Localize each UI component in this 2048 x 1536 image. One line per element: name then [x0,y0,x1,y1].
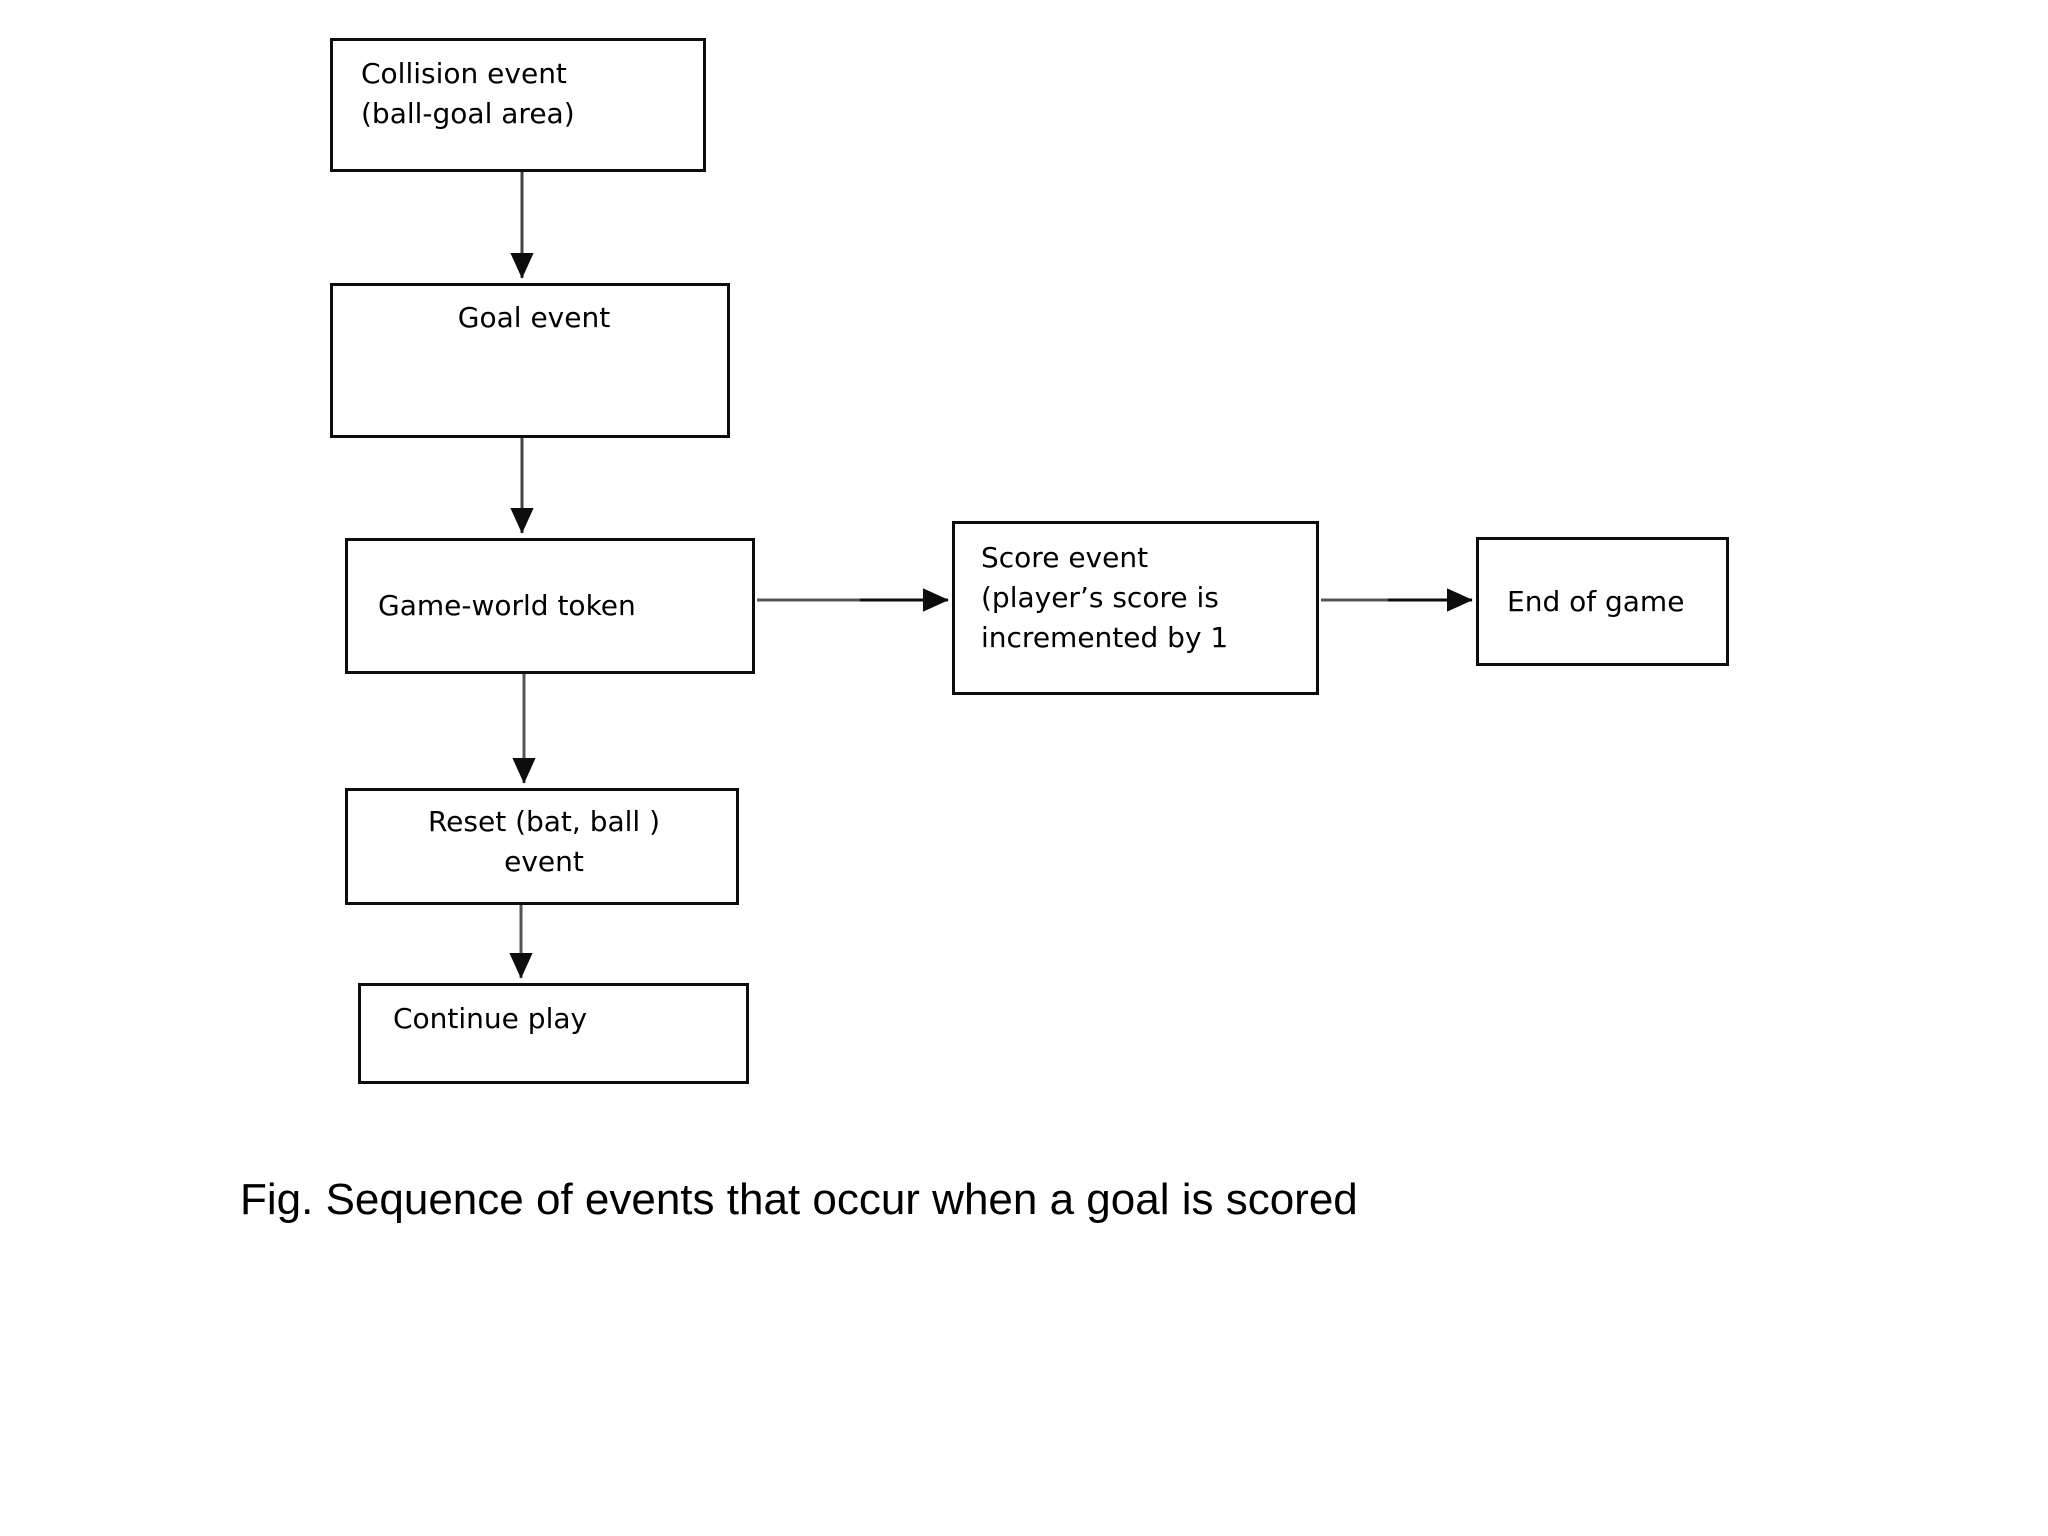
node-score-event[interactable]: Score event (player’s score is increment… [952,521,1319,695]
node-score-event-line-3: incremented by 1 [981,620,1229,654]
node-collision-event-line-1: Collision event [361,57,567,90]
node-end-of-game[interactable]: End of game [1476,537,1729,666]
node-reset-event-line-1: Reset (bat, ball ) [427,805,661,838]
node-game-world-token[interactable]: Game-world token [345,538,755,674]
node-goal-event-label: Goal event [457,301,611,334]
node-continue-play[interactable]: Continue play [358,983,749,1084]
node-collision-event[interactable]: Collision event (ball-goal area) [330,38,706,172]
node-reset-event-line-2: event [504,844,584,878]
node-continue-play-label: Continue play [393,1002,588,1035]
node-goal-event[interactable]: Goal event [330,283,730,438]
node-score-event-line-2: (player’s score is [981,580,1219,614]
figure-caption: Fig. Sequence of events that occur when … [240,1175,1358,1224]
node-reset-event[interactable]: Reset (bat, ball ) event [345,788,739,905]
node-end-of-game-label: End of game [1507,584,1685,618]
node-game-world-token-label: Game-world token [378,589,636,623]
node-collision-event-line-2: (ball-goal area) [361,96,575,130]
node-score-event-line-1: Score event [981,541,1149,574]
